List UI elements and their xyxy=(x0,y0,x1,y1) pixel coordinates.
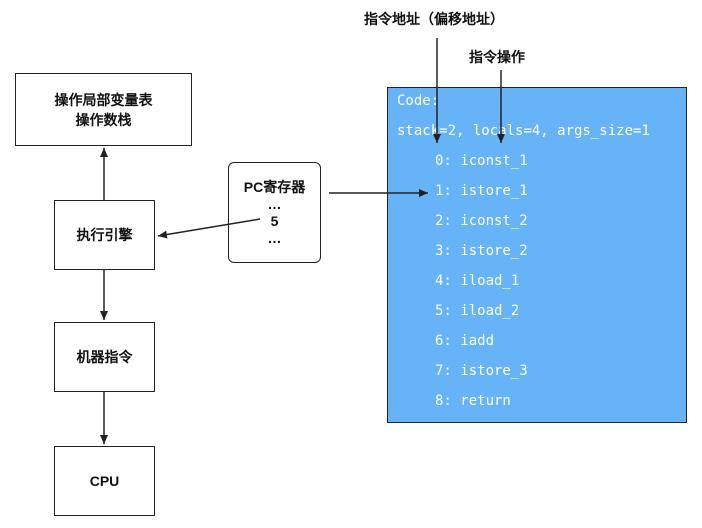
code-header: Code: xyxy=(397,93,440,109)
machine-instruction-box: 机器指令 xyxy=(54,322,155,392)
instruction-7: 7: istore_3 xyxy=(435,363,528,379)
code-meta: stack=2, locals=4, args_size=1 xyxy=(397,123,650,139)
instruction-1: 1: istore_1 xyxy=(435,183,528,199)
pc-register-title: PC寄存器 xyxy=(243,178,306,195)
bytecode-panel: Code: stack=2, locals=4, args_size=1 0: … xyxy=(387,87,687,423)
pc-value: 5 xyxy=(270,212,279,229)
pc-register-box: PC寄存器 … 5 … xyxy=(228,162,321,263)
machine-instruction-label: 机器指令 xyxy=(76,349,133,365)
instruction-3: 3: istore_2 xyxy=(435,243,528,259)
pc-dots-bottom: … xyxy=(267,229,282,246)
instruction-0: 0: iconst_1 xyxy=(435,153,528,169)
instruction-2: 2: iconst_2 xyxy=(435,213,528,229)
stack-line-2: 操作数栈 xyxy=(75,111,132,128)
operation-label: 指令操作 xyxy=(469,49,525,65)
address-label: 指令地址（偏移地址） xyxy=(364,11,504,27)
instruction-6: 6: iadd xyxy=(435,333,495,349)
instruction-5: 5: iload_2 xyxy=(435,303,520,319)
stack-operations-box: 操作局部变量表 操作数栈 xyxy=(15,73,192,146)
cpu-label: CPU xyxy=(89,473,120,489)
execution-engine-box: 执行引擎 xyxy=(54,200,155,270)
arrow-pc-to-engine xyxy=(157,218,261,239)
cpu-box: CPU xyxy=(54,446,155,516)
instruction-4: 4: iload_1 xyxy=(435,273,520,289)
pc-dots-top: … xyxy=(267,195,282,212)
instruction-8: 8: return xyxy=(435,393,511,409)
stack-line-1: 操作局部变量表 xyxy=(54,91,153,108)
execution-engine-label: 执行引擎 xyxy=(76,227,133,243)
